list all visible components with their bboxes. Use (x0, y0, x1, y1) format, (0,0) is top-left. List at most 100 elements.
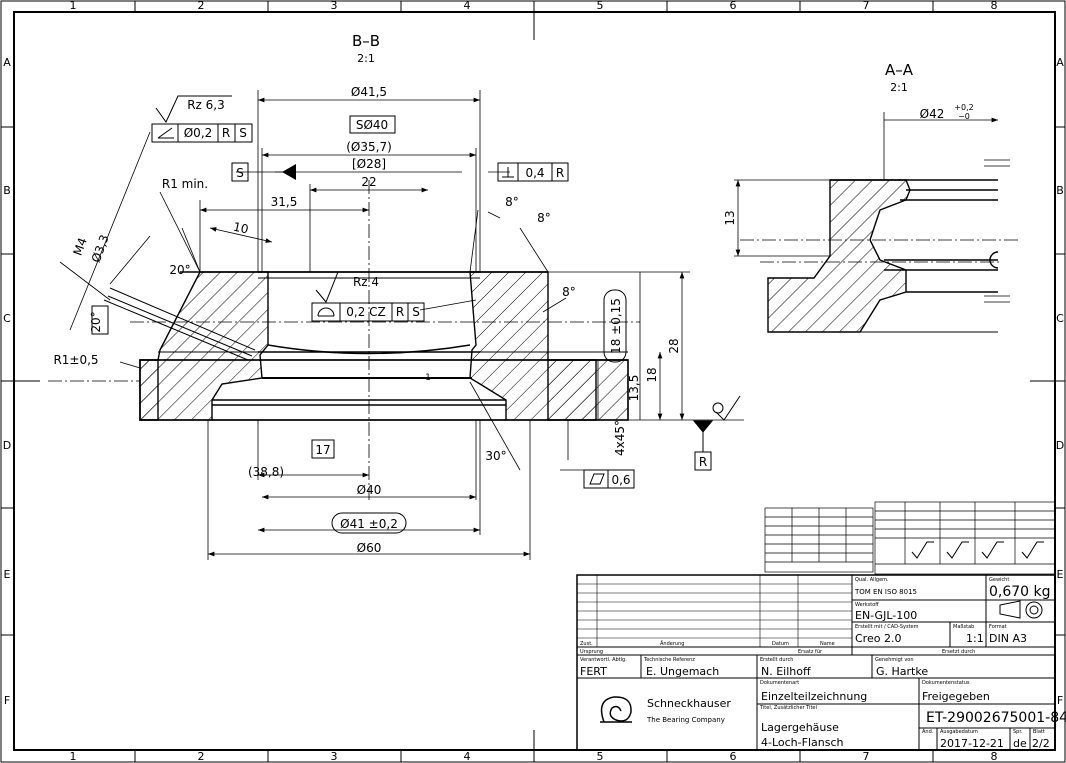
tb-issue-date: 2017-12-21 (940, 737, 1004, 750)
dim-ang8b: 8° (537, 211, 551, 225)
gdt-datum-r: R (699, 455, 707, 469)
dim-r1min: R1 min. (162, 177, 208, 191)
col-label-bottom-8: 8 (991, 750, 998, 763)
row-label-left-b: B (3, 184, 11, 197)
tb-format-lbl: Format (989, 624, 1007, 630)
tb-company-sub: The Bearing Company (646, 716, 725, 724)
tb-scale: 1:1 (966, 632, 984, 645)
tb-title-lbl: Titel, Zusätzlicher Titel (759, 705, 817, 711)
dim-ang20a: 20° (169, 263, 190, 277)
section-aa-dimension-texts: Ø42 +0,2 −0 13 1 (425, 103, 974, 383)
section-bb-part (103, 271, 629, 421)
gdt-fcf2-s: S (412, 305, 420, 319)
dim-b17-box (311, 439, 335, 459)
dim-sd40: SØ40 (356, 118, 388, 132)
dim-w22: 22 (361, 175, 376, 189)
row-label-left-d: D (3, 439, 11, 452)
col-label-top-4: 4 (464, 0, 471, 12)
surface-profile-icon (317, 307, 335, 317)
col-label-bottom-3: 3 (331, 750, 338, 763)
dim-w31-5: 31,5 (271, 195, 298, 209)
dim-m4: M4 (71, 236, 90, 258)
dim-h18tol: 18 ±0,15 (609, 298, 623, 354)
title-block-texts: Zust. Änderung Datum Name Ursprung Ersat… (580, 577, 1066, 750)
row-label-left-a: A (3, 56, 11, 69)
tb-approved-lbl: Genehmigt von (875, 657, 914, 663)
tb-cad-lbl: Erstellt mit / CAD-System (855, 624, 919, 630)
dim-ang8a: 8° (505, 195, 519, 209)
gdt-fcf2-val: 0,2 CZ (346, 305, 386, 319)
tb-created-lbl: Erstellt durch (760, 657, 793, 663)
section-aa-hatched-wall (767, 179, 911, 333)
gdt-fcf1-r: R (222, 126, 230, 140)
col-label-bottom-6: 6 (730, 750, 737, 763)
frame-column-labels: 1 2 3 4 5 6 7 8 1 2 3 4 5 6 7 8 (70, 0, 998, 763)
section-aa-centerlines (740, 239, 1020, 263)
dim-d38-8: (38,8) (248, 465, 284, 479)
tb-qual-lbl: Qual. Allgem. (855, 577, 889, 583)
col-label-bottom-4: 4 (464, 750, 471, 763)
col-label-top-2: 2 (198, 0, 205, 12)
col-label-bottom-7: 7 (863, 750, 870, 763)
dim-b17: 17 (315, 443, 330, 457)
section-aa-dimension-lines (734, 112, 1010, 303)
tb-original: Ursprung (580, 649, 603, 655)
gdt-fcf2 (311, 302, 425, 322)
row-label-right-c: C (1056, 312, 1064, 325)
section-bb-left-flange (139, 359, 159, 421)
tb-format: DIN A3 (989, 632, 1027, 645)
dim-d42: Ø42 (920, 107, 945, 121)
tb-replaced-by: Ersetzt durch (942, 649, 975, 655)
general-tolerance-tables (764, 501, 1056, 575)
dim-a30: 30° (485, 449, 506, 463)
section-bb-left-wall (139, 271, 269, 421)
gdt-fcf-perp-r: R (556, 166, 564, 180)
roughness-check-icon (981, 541, 1004, 559)
col-label-top-7: 7 (863, 0, 870, 12)
tb-change-hdr-3: Name (820, 641, 835, 647)
tb-approved: G. Hartke (876, 665, 928, 678)
tb-weight-lbl: Gewicht (989, 577, 1009, 583)
tb-change-hdr-2: Datum (772, 641, 789, 647)
col-label-bottom-5: 5 (597, 750, 604, 763)
gdt-flat (583, 469, 635, 489)
dim-h13-5: 13,5 (627, 375, 641, 402)
view-scale-aa: 2:1 (890, 81, 908, 94)
tb-change-hdr-1: Änderung (660, 640, 684, 647)
tb-doc-status-lbl: Dokumentenstatus (922, 680, 970, 686)
title-block (576, 574, 1056, 751)
tb-lang-lbl: Spr. (1013, 729, 1023, 735)
dim-d35-7: (Ø35,7) (346, 140, 392, 154)
dim-ang20b: 20° (89, 311, 103, 332)
tb-lang: de (1013, 737, 1027, 750)
col-label-top-6: 6 (730, 0, 737, 12)
roughness-check-icon (1021, 541, 1044, 559)
frame-row-labels: A B C D E F A B C D E F (3, 56, 1064, 707)
roughness-symbol-rz4 (315, 271, 392, 303)
perpendicularity-icon (502, 167, 514, 178)
dim-d60: Ø60 (357, 541, 382, 555)
datum-r-box (694, 451, 712, 471)
snail-logo-icon (600, 696, 632, 723)
dim-d42-upper: +0,2 (954, 103, 973, 112)
tb-scale-lbl: Maßstab (953, 624, 974, 630)
section-bb-dimension-lines (59, 90, 744, 560)
dim-h13: 13 (723, 210, 737, 225)
tb-title2: 4-Loch-Flansch (761, 736, 843, 749)
projection-method-icon (999, 600, 1021, 619)
view-scale-bb: 2:1 (357, 52, 375, 65)
gdt-fcf-perp-val: 0,4 (525, 166, 544, 180)
dim-d41tol: Ø41 ±0,2 (340, 517, 398, 531)
tb-doc-type: Einzelteilzeichnung (761, 690, 867, 703)
dim-w10: 10 (232, 220, 250, 237)
row-label-right-b: B (1056, 184, 1064, 197)
tb-material: EN-GJL-100 (855, 609, 917, 622)
dim-ang20b-box (91, 305, 109, 335)
dim-d42-lower: −0 (958, 112, 970, 121)
gdt-fcf1-s: S (239, 126, 247, 140)
gdt-flat-val: 0,6 (611, 473, 630, 487)
section-bb-right-flange (547, 359, 629, 421)
roughness-circle-icon (712, 402, 724, 414)
